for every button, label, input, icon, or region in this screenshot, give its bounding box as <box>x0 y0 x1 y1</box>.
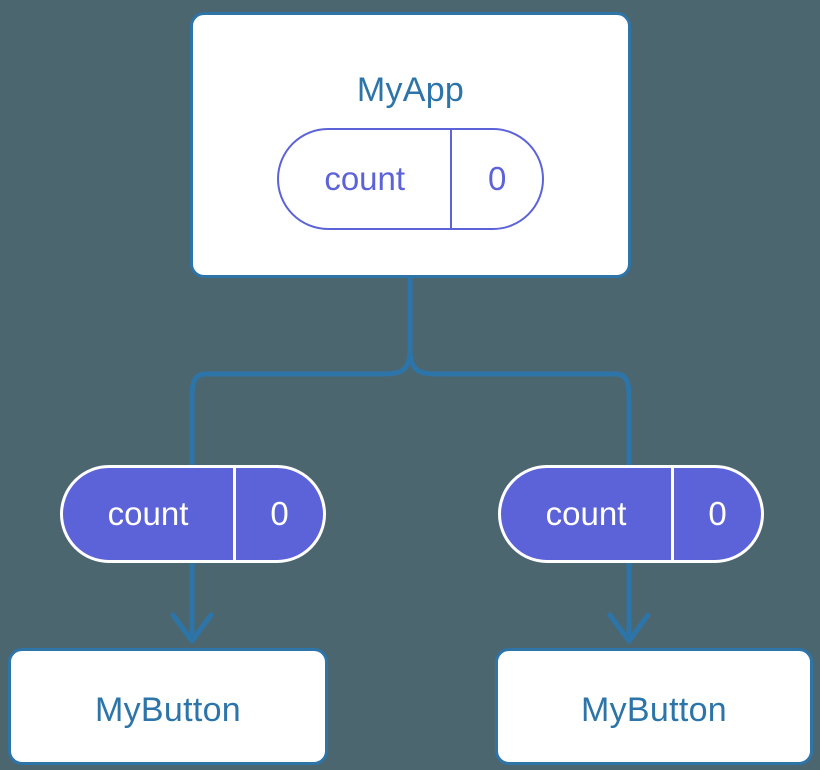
state-pill-child-left[interactable]: count 0 <box>60 465 326 563</box>
component-label-mybutton: MyButton <box>580 691 728 729</box>
fork-branch-right <box>407 348 632 470</box>
state-pill-value: 0 <box>450 130 542 228</box>
state-pill-child-right[interactable]: count 0 <box>498 465 764 563</box>
component-label-myapp: MyApp <box>356 71 465 109</box>
component-label-mybutton: MyButton <box>94 691 242 729</box>
arrow-head-right <box>607 612 651 644</box>
fork-branch-left <box>189 348 413 470</box>
state-pill-key: count <box>545 495 627 532</box>
state-pill-key: count <box>107 495 189 532</box>
component-box-mybutton-left[interactable]: MyButton <box>8 648 328 765</box>
arrow-head-left <box>170 612 214 644</box>
state-pill-value: 0 <box>671 468 761 560</box>
state-pill-myapp[interactable]: count 0 <box>277 128 544 230</box>
state-pill-value: 0 <box>233 468 323 560</box>
state-pill-key: count <box>324 160 406 197</box>
component-box-mybutton-right[interactable]: MyButton <box>495 648 813 765</box>
